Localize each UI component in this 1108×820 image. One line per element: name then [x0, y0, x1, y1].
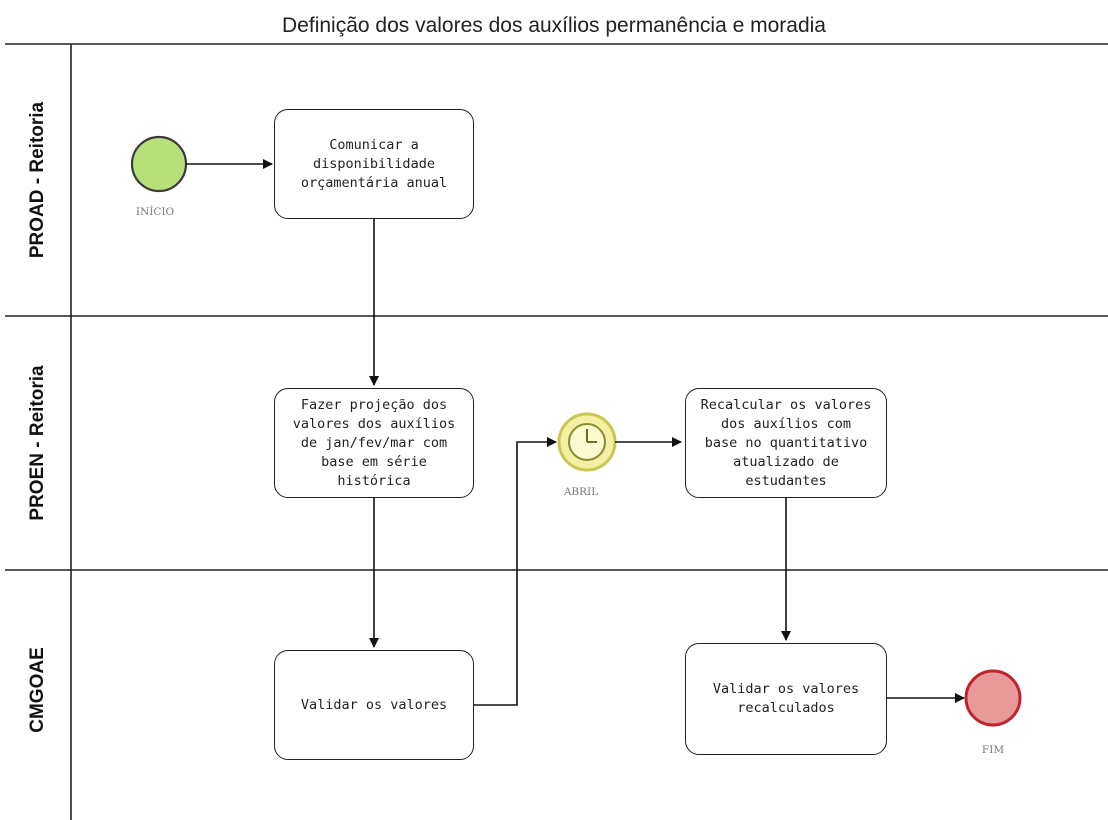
task-comunicar[interactable]: Comunicar a disponibilidade orçamentária… [274, 109, 474, 219]
task-fazer-projecao[interactable]: Fazer projeção dos valores dos auxílios … [274, 388, 474, 498]
task-validar[interactable]: Validar os valores [274, 650, 474, 760]
timer-event-label: ABRIL [563, 486, 599, 498]
task-validar-recalculados[interactable]: Validar os valores recalculados [685, 643, 887, 755]
timer-event[interactable] [557, 412, 617, 472]
diagram-title: Definição dos valores dos auxílios perma… [282, 14, 826, 37]
start-event[interactable] [130, 135, 188, 193]
start-event-label: INÍCIO [135, 206, 175, 218]
end-event-label: FIM [981, 744, 1005, 756]
task-recalcular[interactable]: Recalcular os valores dos auxílios com b… [685, 388, 887, 498]
flow-validar-to-timer [474, 437, 557, 706]
end-event[interactable] [964, 669, 1022, 727]
